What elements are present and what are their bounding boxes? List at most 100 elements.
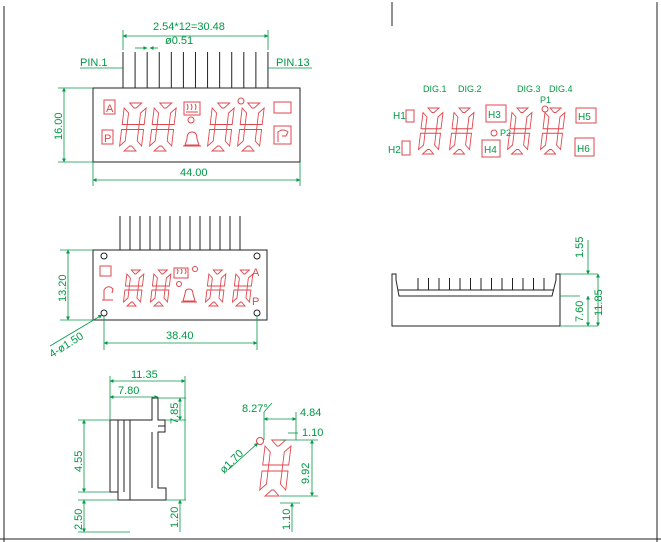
side-top-label: 1.55	[574, 237, 586, 258]
h4-box	[481, 139, 501, 158]
back-hand-icon	[102, 286, 114, 301]
segment	[506, 132, 515, 151]
segment	[219, 272, 227, 287]
segment	[542, 111, 550, 130]
segment	[510, 149, 524, 155]
back-digit-2	[149, 269, 172, 307]
segment	[549, 107, 563, 113]
segment	[239, 269, 251, 275]
pin13-label: PIN.13	[276, 57, 310, 69]
segment	[245, 289, 252, 304]
front-width-label: 44.00	[180, 167, 208, 179]
segment	[523, 132, 530, 151]
segment	[233, 272, 240, 287]
back-hole-tl	[100, 252, 108, 260]
profile-mid-label: 4.55	[73, 451, 85, 472]
segment	[263, 489, 280, 497]
detail-angle-label: 8.27°	[242, 403, 268, 415]
dig2-label: DIG.2	[458, 84, 482, 94]
segment	[206, 272, 213, 287]
dig1-label: DIG.1	[423, 84, 447, 94]
h6-label: H6	[577, 144, 590, 155]
segment	[207, 129, 216, 148]
front-symbol-a: A	[106, 103, 114, 115]
segment	[452, 149, 466, 155]
segment-map: DIG.1 DIG.2 DIG.3 DIG.4 P1 P2 H1 H2 H3 H…	[388, 84, 597, 158]
segment	[158, 102, 173, 109]
h1-box	[405, 109, 415, 123]
segment	[130, 269, 142, 275]
segment	[455, 128, 469, 134]
front-digits	[119, 102, 265, 152]
segment	[136, 129, 145, 148]
h6-box	[574, 137, 595, 157]
segment	[516, 107, 530, 113]
segment	[216, 102, 231, 109]
segment	[237, 285, 248, 291]
segment	[558, 111, 566, 130]
profile-view: 11.35 7.80 7.85 4.55 2.50 1.20	[73, 369, 186, 533]
segment	[244, 124, 258, 130]
back-pins	[119, 216, 241, 250]
segment	[434, 132, 441, 151]
side-mid-label: 7.60	[574, 301, 586, 322]
segment	[156, 124, 170, 130]
segment	[270, 439, 287, 447]
p1-dot	[541, 105, 549, 113]
segment	[451, 111, 459, 130]
segment	[417, 132, 426, 151]
segment	[231, 289, 239, 304]
front-symbol-p: P	[104, 133, 111, 145]
segment	[556, 132, 563, 151]
segment	[282, 444, 292, 466]
profile-bottom-right-label: 1.20	[169, 507, 181, 528]
h4-label: H4	[484, 145, 497, 156]
profile-inner-label: 7.80	[118, 385, 139, 397]
segment	[138, 106, 147, 125]
back-body	[92, 249, 268, 321]
segment	[234, 301, 246, 307]
front-pitch-label: 2.54*12=30.48	[153, 21, 225, 33]
segment	[128, 285, 139, 291]
front-symbol-p-box	[101, 129, 114, 145]
segment	[513, 128, 527, 134]
map-digit-2	[448, 107, 475, 155]
segment	[151, 272, 158, 287]
dig3-label: DIG.3	[517, 84, 541, 94]
front-pins	[122, 52, 269, 88]
p1-label: P1	[540, 95, 551, 105]
h3-label: H3	[488, 110, 501, 121]
segment	[525, 111, 533, 130]
detail-width-label: 4.84	[300, 407, 321, 419]
front-colon-top	[187, 116, 195, 124]
segment	[207, 301, 219, 307]
back-hole-br	[253, 309, 261, 317]
segment	[427, 107, 441, 113]
segment	[420, 111, 428, 130]
back-p-dot	[192, 266, 198, 272]
heater-icon	[183, 101, 201, 116]
segment	[539, 132, 548, 151]
profile-bottom-left-label: 2.50	[73, 509, 85, 530]
segment	[210, 285, 221, 291]
front-height-label: 16.00	[53, 112, 65, 140]
segment	[436, 111, 444, 130]
segment	[163, 289, 170, 304]
p2-label: P2	[500, 128, 511, 138]
back-width-label: 38.40	[166, 330, 194, 342]
hand-icon	[273, 125, 292, 145]
segment	[152, 301, 164, 307]
segment	[262, 444, 271, 466]
segment	[467, 111, 475, 130]
side-view: 1.55 7.60 11.85	[391, 237, 605, 327]
map-digits	[417, 107, 566, 155]
segment	[136, 289, 143, 304]
segment	[239, 106, 248, 125]
segment	[214, 124, 228, 130]
segment	[168, 106, 177, 125]
segment	[204, 289, 212, 304]
back-bell-icon	[181, 288, 197, 303]
dig4-label: DIG.4	[549, 84, 573, 94]
segment	[256, 106, 265, 125]
